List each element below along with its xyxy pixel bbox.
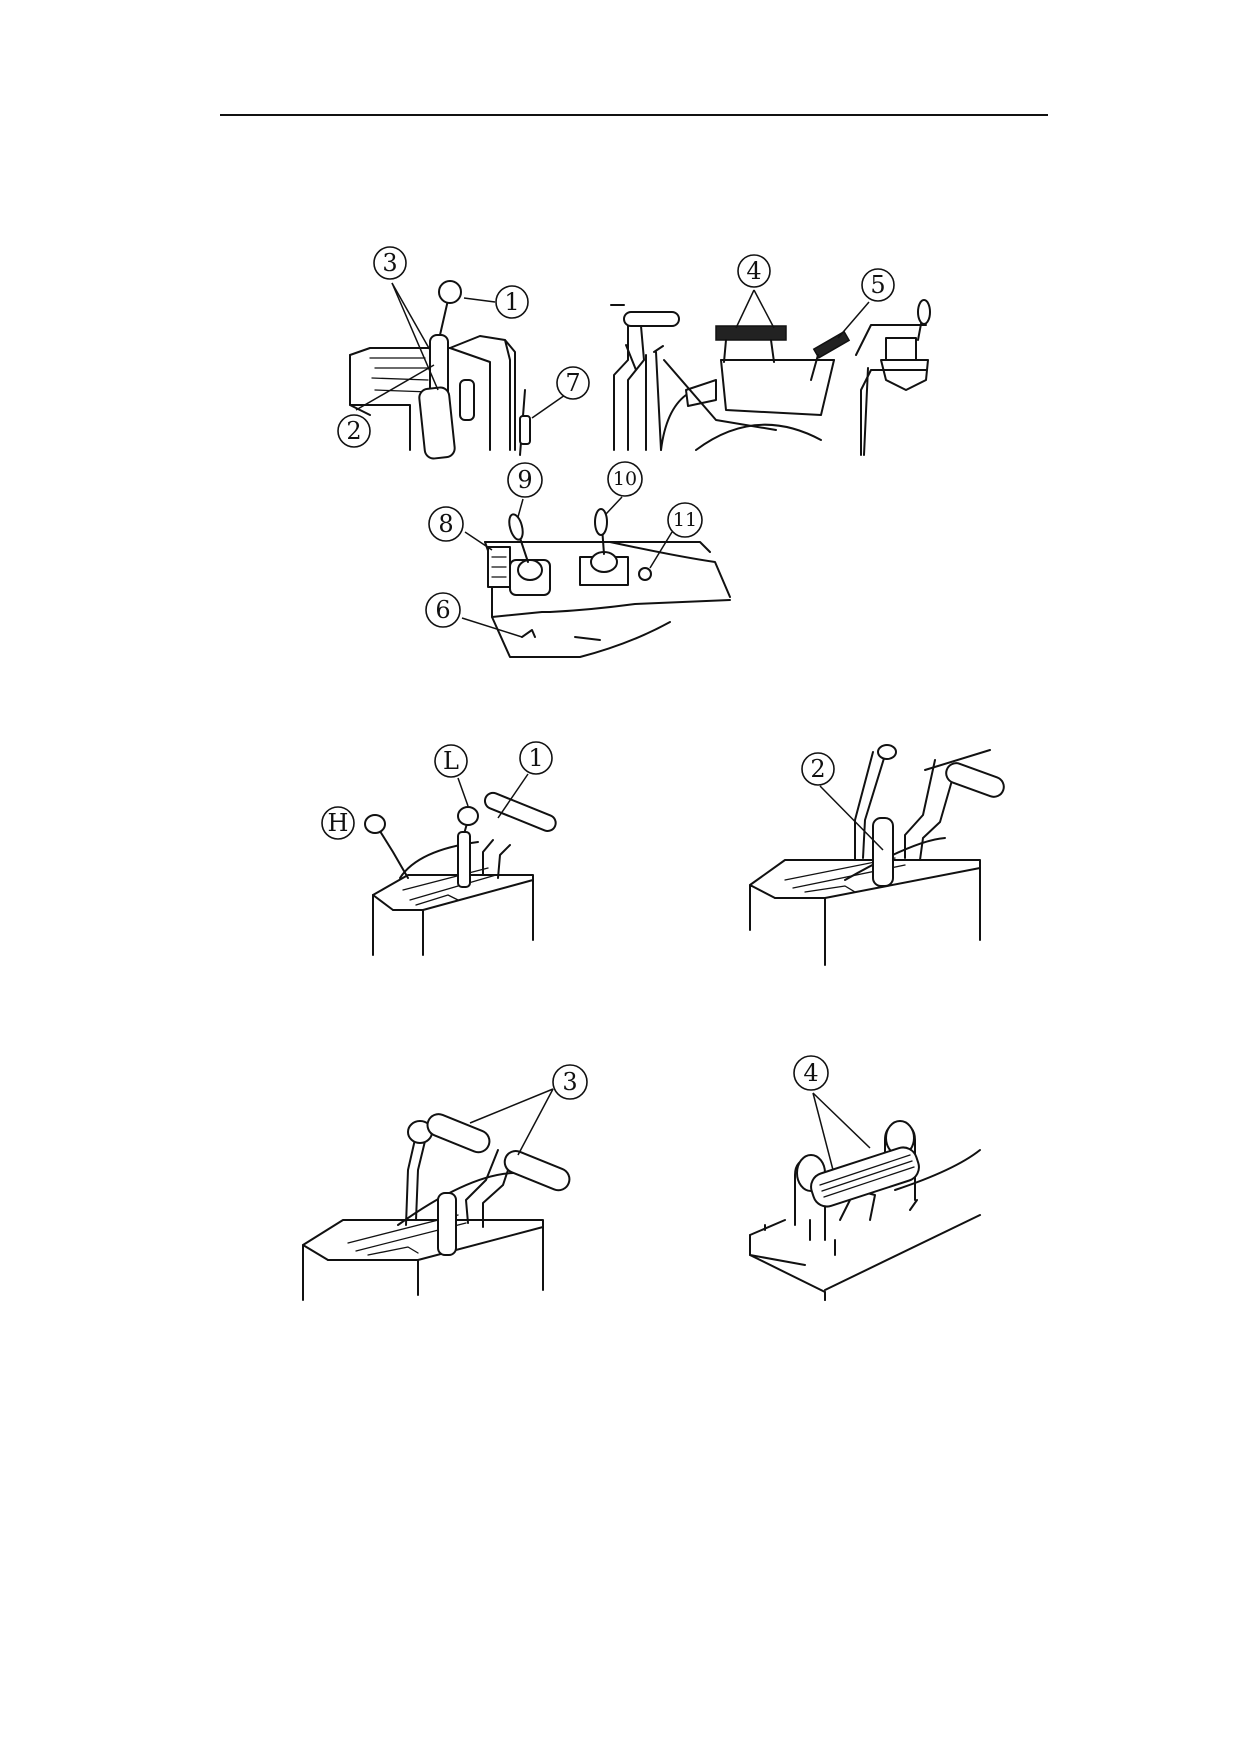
- callout-10: 10: [605, 461, 643, 515]
- callout-3: 3: [373, 246, 439, 391]
- figure-detail-3: 3: [302, 1064, 588, 1301]
- figure-detail-1: L 1 H: [321, 741, 557, 956]
- callout-9: 9: [507, 462, 543, 518]
- svg-text:5: 5: [870, 271, 885, 299]
- svg-text:10: 10: [613, 468, 637, 490]
- figure-overview-pedals: 4 5: [610, 254, 931, 456]
- callout-L: L: [434, 744, 469, 807]
- svg-text:1: 1: [528, 744, 543, 772]
- callout-4: 4: [735, 254, 775, 329]
- svg-text:4: 4: [746, 257, 761, 285]
- figure-detail-2: 2: [749, 744, 1005, 966]
- callout-1: 1: [463, 285, 529, 319]
- callout-8: 8: [428, 506, 493, 551]
- callout-11: 11: [649, 502, 703, 569]
- svg-text:1: 1: [504, 288, 519, 316]
- svg-text:8: 8: [438, 510, 453, 538]
- svg-text:L: L: [443, 747, 459, 775]
- callout-7: 7: [531, 366, 590, 419]
- svg-text:2: 2: [810, 755, 825, 783]
- figure-detail-4: 4: [749, 1055, 981, 1301]
- callout-5: 5: [837, 268, 895, 339]
- callout-4: 4: [793, 1055, 871, 1171]
- figure-overview-console: 9 10 8 11 6: [425, 461, 731, 658]
- svg-text:9: 9: [517, 466, 532, 494]
- figure-overview-levers: 3 1 2 7: [337, 246, 590, 460]
- callout-1: 1: [497, 741, 553, 819]
- svg-text:3: 3: [562, 1068, 577, 1096]
- svg-text:3: 3: [382, 249, 397, 277]
- svg-text:H: H: [328, 809, 349, 837]
- svg-text:6: 6: [435, 596, 450, 624]
- svg-text:2: 2: [346, 417, 361, 445]
- callout-6: 6: [425, 592, 523, 638]
- header-rule: [220, 114, 1048, 116]
- callout-H: H: [321, 806, 355, 840]
- svg-text:7: 7: [565, 369, 580, 397]
- callout-3: 3: [469, 1064, 588, 1156]
- callout-2: 2: [801, 752, 884, 851]
- svg-text:11: 11: [673, 509, 697, 531]
- svg-text:4: 4: [803, 1059, 818, 1087]
- callout-2: 2: [337, 364, 435, 448]
